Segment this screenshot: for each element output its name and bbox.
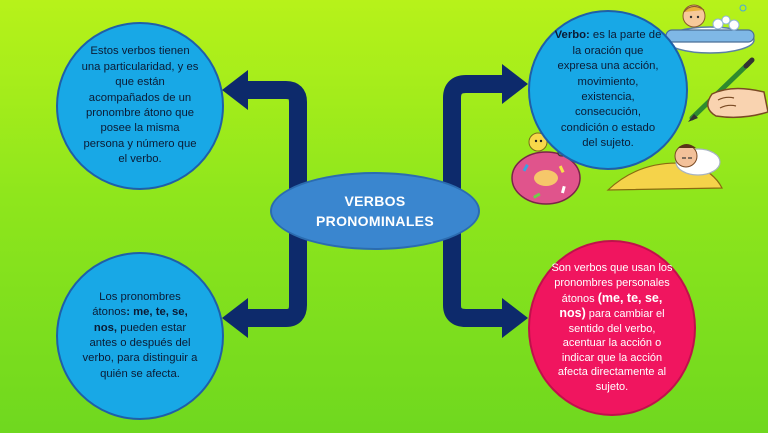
arrowhead-bottom-left bbox=[222, 298, 248, 338]
bubble-top-right-text: Verbo: es la parte de la oración que exp… bbox=[553, 28, 663, 151]
definition-text: es la parte de la oración que expresa un… bbox=[557, 29, 662, 150]
sleeping-man-icon: z z bbox=[606, 123, 723, 191]
bubble-top-left-text: Estos verbos tienen una particularidad, … bbox=[81, 45, 199, 166]
child-in-bathtub-icon bbox=[665, 4, 755, 54]
info-bubble-bottom-left: Los pronombres átonos: me, te, se, nos, … bbox=[56, 252, 224, 420]
info-bubble-bottom-right: Son verbos que usan los pronombres perso… bbox=[528, 240, 696, 416]
left-bracket-arrow bbox=[242, 81, 307, 327]
arrowhead-top-left bbox=[222, 70, 248, 110]
center-topic-ellipse: VERBOS PRONOMINALES bbox=[270, 172, 480, 250]
info-bubble-top-left: Estos verbos tienen una particularidad, … bbox=[56, 22, 224, 190]
bubble-bottom-right-text: Son verbos que usan los pronombres perso… bbox=[548, 261, 676, 394]
bubble-bottom-left-text: Los pronombres átonos: me, te, se, nos, … bbox=[82, 290, 198, 382]
right-bracket-arrow bbox=[443, 75, 508, 327]
pronoun-list: : me, te, se, nos, bbox=[93, 306, 188, 334]
center-title-line2: PRONOMINALES bbox=[316, 213, 434, 229]
bottom-left-text-part1: Los pronombres átonos bbox=[92, 290, 181, 319]
bottom-right-text-part2: para cambiar el sentido del verbo, acent… bbox=[557, 308, 667, 394]
center-title-line1: VERBOS bbox=[344, 193, 406, 209]
hand-writing-pencil-icon bbox=[688, 57, 768, 122]
definition-term: Verbo: bbox=[554, 29, 590, 42]
arrowhead-top-right bbox=[502, 64, 528, 104]
bottom-left-text-part2: pueden estar antes o después del verbo, … bbox=[82, 321, 198, 380]
bottom-right-text-part1: Son verbos que usan los pronombres perso… bbox=[551, 262, 673, 305]
info-bubble-top-right: Verbo: es la parte de la oración que exp… bbox=[528, 10, 688, 170]
pronoun-list-highlight: (me, te, se, nos) bbox=[559, 290, 663, 321]
arrowhead-bottom-right bbox=[502, 298, 528, 338]
